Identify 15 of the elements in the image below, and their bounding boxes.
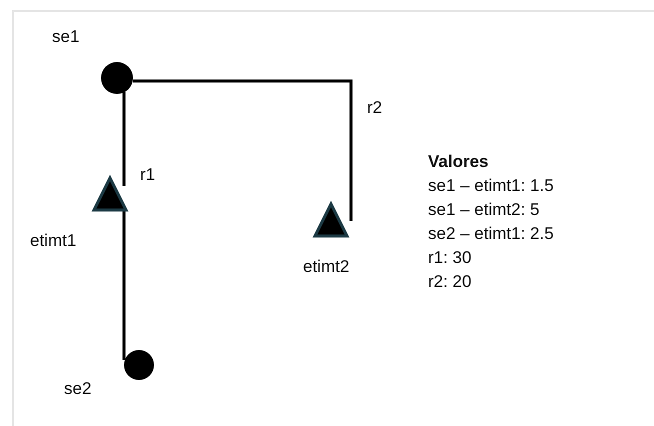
value-line: se1 – etimt1: 1.5 (428, 176, 554, 195)
node-label: se2 (64, 380, 92, 397)
value-line: se1 – etimt2: 5 (428, 200, 541, 219)
connector-line (122, 210, 126, 360)
node-label: etimt2 (303, 258, 350, 275)
node-label: se1 (52, 28, 80, 45)
value-line: r1: 30 (428, 248, 472, 267)
value-line: se2 – etimt1: 2.5 (428, 224, 554, 243)
values-heading: Valores (428, 152, 490, 171)
edge-label: r2 (367, 99, 382, 116)
connector-line (122, 92, 126, 186)
edge-label: r1 (140, 166, 156, 183)
connector-line (133, 80, 352, 221)
value-line: r2: 20 (428, 272, 472, 291)
node-label: etimt1 (30, 232, 76, 249)
